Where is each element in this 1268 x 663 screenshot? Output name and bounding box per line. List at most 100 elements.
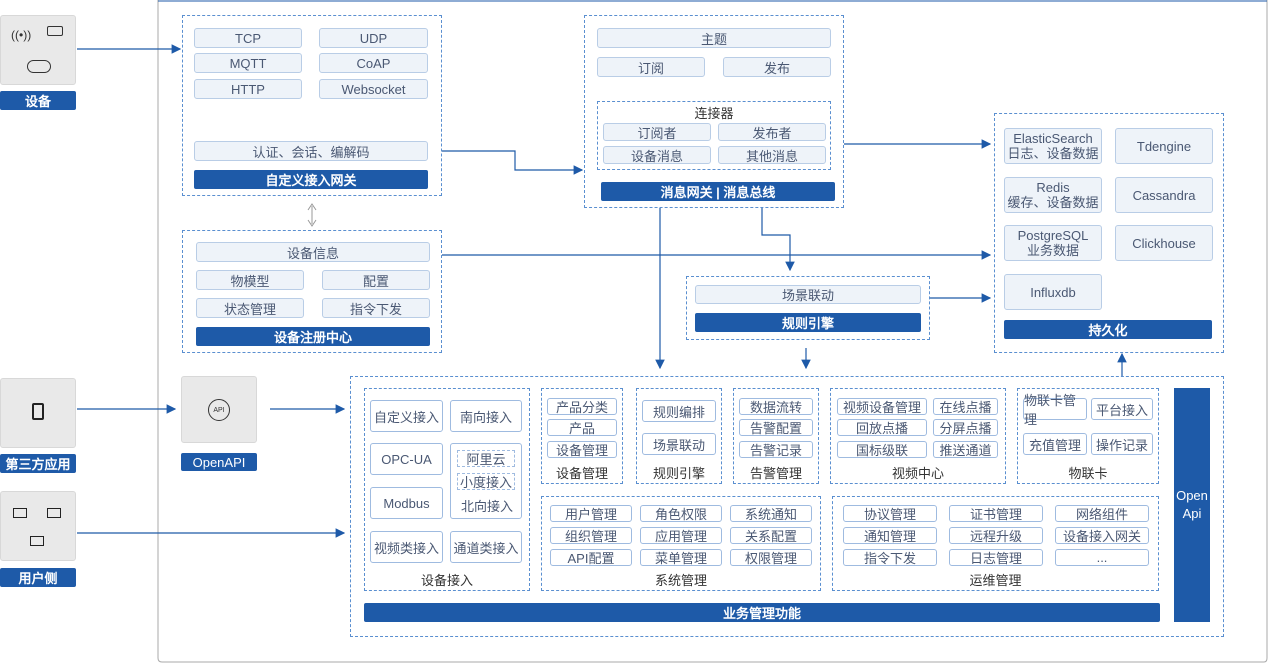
data-flow-chip: 数据流转 bbox=[739, 398, 813, 415]
rule-orchestration-chip: 规则编排 bbox=[642, 400, 716, 422]
custom-access-chip: 自定义接入 bbox=[370, 400, 443, 432]
iot-card-title: 物联卡 bbox=[1068, 465, 1108, 481]
protocol-udp: UDP bbox=[319, 28, 428, 48]
monitor-icon bbox=[30, 536, 44, 546]
user-side-label: 用户侧 bbox=[0, 568, 76, 587]
store-elasticsearch: ElasticSearch 日志、设备数据 bbox=[1004, 128, 1102, 164]
playback-chip: 回放点播 bbox=[837, 419, 927, 436]
store-desc: 日志、设备数据 bbox=[1007, 146, 1099, 161]
subscribe-chip: 订阅 bbox=[597, 57, 705, 77]
perm-mgmt-chip: 权限管理 bbox=[730, 549, 812, 566]
store-clickhouse: Clickhouse bbox=[1115, 225, 1213, 261]
alarm-config-chip: 告警配置 bbox=[739, 419, 813, 436]
cert-mgmt-chip: 证书管理 bbox=[949, 505, 1043, 522]
gateway-title: 自定义接入网关 bbox=[194, 170, 428, 189]
relation-config-chip: 关系配置 bbox=[730, 527, 812, 544]
device-gateway-chip: 设备接入网关 bbox=[1055, 527, 1149, 544]
video-center-title: 视频中心 bbox=[891, 465, 944, 481]
store-influxdb: Influxdb bbox=[1004, 274, 1102, 310]
opcua-chip: OPC-UA bbox=[370, 443, 443, 475]
alarm-record-chip: 告警记录 bbox=[739, 441, 813, 458]
third-party-app-label: 第三方应用 bbox=[0, 454, 76, 473]
rule-engine-title: 规则引擎 bbox=[695, 313, 921, 332]
connector-title: 连接器 bbox=[694, 105, 734, 121]
north-access-box: 阿里云 小度接入 北向接入 bbox=[450, 443, 522, 519]
video-device-mgmt-chip: 视频设备管理 bbox=[837, 398, 927, 415]
business-title: 业务管理功能 bbox=[364, 603, 1160, 622]
store-name: PostgreSQL bbox=[1017, 228, 1089, 243]
app-mgmt-chip: 应用管理 bbox=[640, 527, 722, 544]
user-mgmt-chip: 用户管理 bbox=[550, 505, 632, 522]
user-side-icon-box bbox=[0, 491, 76, 561]
online-vod-chip: 在线点播 bbox=[933, 398, 998, 415]
api-config-chip: API配置 bbox=[550, 549, 632, 566]
protocol-http: HTTP bbox=[194, 79, 302, 99]
other-message-chip: 其他消息 bbox=[718, 146, 826, 164]
api-icon: API bbox=[208, 399, 230, 421]
store-desc: 缓存、设备数据 bbox=[1007, 195, 1099, 210]
bus-title: 消息网关 | 消息总线 bbox=[601, 182, 835, 201]
protocol-coap: CoAP bbox=[319, 53, 428, 73]
tablet-icon-box bbox=[0, 378, 76, 448]
code-icon bbox=[47, 508, 61, 518]
openapi-icon-box: API bbox=[181, 376, 257, 443]
store-cassandra: Cassandra bbox=[1115, 177, 1213, 213]
command-issue-chip: 指令下发 bbox=[843, 549, 937, 566]
protocol-mqtt: MQTT bbox=[194, 53, 302, 73]
router-icon bbox=[47, 26, 63, 36]
recharge-chip: 充值管理 bbox=[1023, 433, 1087, 455]
state-mgmt-chip: 状态管理 bbox=[196, 298, 304, 318]
codec-chip: 认证、会话、编解码 bbox=[194, 141, 428, 161]
config-chip: 配置 bbox=[322, 270, 430, 290]
protocol-tcp: TCP bbox=[194, 28, 302, 48]
gb-cascade-chip: 国标级联 bbox=[837, 441, 927, 458]
iot-card-mgmt-chip: 物联卡管理 bbox=[1023, 393, 1087, 427]
aliyun-chip: 阿里云 bbox=[457, 450, 515, 467]
split-screen-chip: 分屏点播 bbox=[933, 419, 998, 436]
thing-model-chip: 物模型 bbox=[196, 270, 304, 290]
tablet-icon bbox=[32, 403, 44, 420]
device-info-chip: 设备信息 bbox=[196, 242, 430, 262]
notice-mgmt-chip: 通知管理 bbox=[843, 527, 937, 544]
device-mgmt-title: 设备管理 bbox=[555, 465, 608, 481]
log-mgmt-chip: 日志管理 bbox=[949, 549, 1043, 566]
command-chip: 指令下发 bbox=[322, 298, 430, 318]
scene-linkage-module-chip: 场景联动 bbox=[642, 433, 716, 455]
cloud-icon bbox=[27, 60, 51, 73]
store-tdengine: Tdengine bbox=[1115, 128, 1213, 164]
modbus-chip: Modbus bbox=[370, 487, 443, 519]
protocol-websocket: Websocket bbox=[319, 79, 428, 99]
push-channel-chip: 推送通道 bbox=[933, 441, 998, 458]
network-component-chip: 网络组件 bbox=[1055, 505, 1149, 522]
south-access-chip: 南向接入 bbox=[450, 400, 522, 432]
rule-engine-module-title: 规则引擎 bbox=[652, 465, 705, 481]
store-postgresql: PostgreSQL 业务数据 bbox=[1004, 225, 1102, 261]
more-chip: ... bbox=[1055, 549, 1149, 566]
system-mgmt-title: 系统管理 bbox=[654, 572, 707, 588]
north-access-label: 北向接入 bbox=[460, 498, 513, 514]
persistence-title: 持久化 bbox=[1004, 320, 1212, 339]
channel-access-chip: 通道类接入 bbox=[450, 531, 522, 563]
remote-upgrade-chip: 远程升级 bbox=[949, 527, 1043, 544]
device-icon-box: ((•)) bbox=[0, 15, 76, 85]
role-perm-chip: 角色权限 bbox=[640, 505, 722, 522]
registry-title: 设备注册中心 bbox=[196, 327, 430, 346]
openapi-label: OpenAPI bbox=[181, 453, 257, 471]
topic-chip: 主题 bbox=[597, 28, 831, 48]
ops-mgmt-title: 运维管理 bbox=[969, 572, 1022, 588]
store-name: Redis bbox=[1036, 180, 1070, 195]
protocol-mgmt-chip: 协议管理 bbox=[843, 505, 937, 522]
operation-log-chip: 操作记录 bbox=[1091, 433, 1153, 455]
platform-access-chip: 平台接入 bbox=[1091, 398, 1153, 420]
alarm-mgmt-title: 告警管理 bbox=[749, 465, 802, 481]
video-access-chip: 视频类接入 bbox=[370, 531, 443, 563]
system-notice-chip: 系统通知 bbox=[730, 505, 812, 522]
scene-linkage-chip: 场景联动 bbox=[695, 285, 921, 304]
open-api-bar: Open Api bbox=[1174, 388, 1210, 622]
device-message-chip: 设备消息 bbox=[603, 146, 711, 164]
device-label: 设备 bbox=[0, 91, 76, 110]
product-category-chip: 产品分类 bbox=[547, 398, 617, 415]
product-chip: 产品 bbox=[547, 419, 617, 436]
store-desc: 业务数据 bbox=[1026, 243, 1079, 258]
store-redis: Redis 缓存、设备数据 bbox=[1004, 177, 1102, 213]
